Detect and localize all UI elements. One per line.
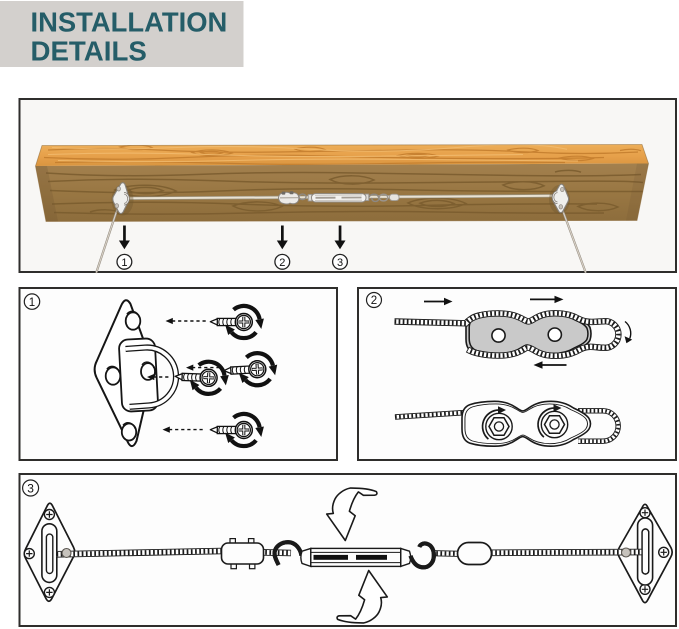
svg-text:1: 1 bbox=[121, 257, 127, 269]
svg-text:3: 3 bbox=[27, 481, 34, 495]
svg-text:2: 2 bbox=[371, 295, 377, 307]
svg-text:1: 1 bbox=[29, 297, 35, 309]
svg-text:2: 2 bbox=[279, 257, 285, 269]
svg-text:3: 3 bbox=[337, 257, 343, 269]
svg-text:DETAILS: DETAILS bbox=[31, 35, 147, 66]
svg-text:INSTALLATION: INSTALLATION bbox=[31, 7, 228, 38]
